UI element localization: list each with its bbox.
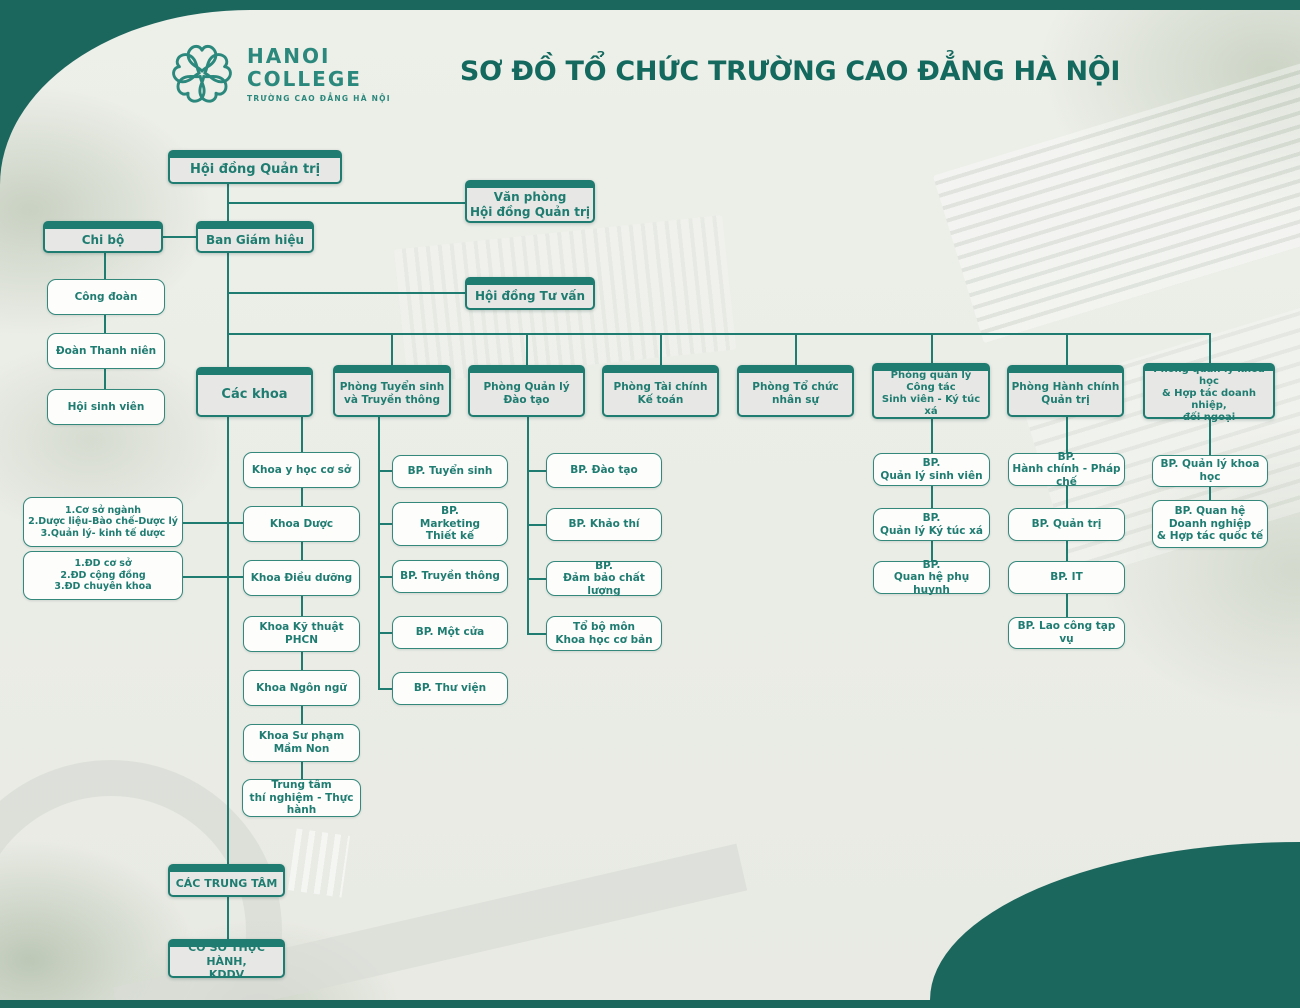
unit-box-lao-cong-tap-vu: BP. Lao công tạp vụ bbox=[1008, 617, 1125, 649]
connector bbox=[183, 522, 243, 524]
connector bbox=[1209, 334, 1211, 363]
connector bbox=[1066, 334, 1068, 365]
connector bbox=[378, 417, 380, 690]
node-dept-sinh-vien-ky-tuc-xa: Phòng quản lý Công tác Sinh viên - Ký tú… bbox=[872, 363, 990, 419]
unit-box-quan-tri: BP. Quản trị bbox=[1008, 508, 1125, 541]
unit-box-khao-thi: BP. Khảo thí bbox=[546, 508, 662, 541]
unit-box-quan-ly-khoa-hoc: BP. Quản lý khoa học bbox=[1152, 455, 1268, 487]
hanoi-college-logo: HANOI COLLEGE TRƯỜNG CAO ĐẲNG HÀ NỘI bbox=[170, 40, 391, 108]
unit-box-to-bo-mon: Tổ bộ môn Khoa học cơ bản bbox=[546, 616, 662, 651]
connector bbox=[227, 292, 465, 294]
connector bbox=[227, 417, 229, 864]
node-dept-quan-ly-dao-tao: Phòng Quản lý Đào tạo bbox=[468, 365, 585, 417]
node-van-phong-hoi-dong-quan-tri: Văn phòng Hội đồng Quản trị bbox=[465, 180, 595, 223]
connector bbox=[378, 632, 392, 634]
faculty-box-y-hoc-co-so: Khoa y học cơ sở bbox=[243, 452, 360, 488]
faculty-note-duoc: 1.Cơ sở ngành 2.Dược liệu-Bào chế-Dược l… bbox=[23, 497, 183, 547]
unit-box-marketing-thiet-ke: BP. Marketing Thiết kế bbox=[392, 502, 508, 546]
page-title: SƠ ĐỒ TỔ CHỨC TRƯỜNG CAO ĐẲNG HÀ NỘI bbox=[459, 56, 1121, 87]
connector bbox=[527, 524, 546, 526]
unit-box-mot-cua: BP. Một cửa bbox=[392, 616, 508, 649]
connector bbox=[227, 897, 229, 939]
node-dept-hanh-chinh-quan-tri: Phòng Hành chính Quản trị bbox=[1007, 365, 1124, 417]
unit-box-it: BP. IT bbox=[1008, 561, 1125, 594]
connector bbox=[526, 334, 528, 365]
node-dept-tai-chinh-ke-toan: Phòng Tài chính Kế toán bbox=[602, 365, 719, 417]
node-co-so-thuc-hanh: CƠ SỞ THỰC HÀNH, KDDV bbox=[168, 939, 285, 981]
node-cong-doan: Công đoàn bbox=[47, 279, 165, 315]
unit-box-hanh-chinh-phap-che: BP. Hành chính - Pháp chế bbox=[1008, 451, 1125, 488]
connector bbox=[378, 470, 392, 472]
connector bbox=[227, 202, 465, 204]
node-dept-tuyen-sinh-truyen-thong: Phòng Tuyển sinh và Truyền thông bbox=[333, 365, 451, 417]
connector bbox=[795, 334, 797, 365]
faculty-box-duoc: Khoa Dược bbox=[243, 506, 360, 542]
connector bbox=[183, 576, 243, 578]
connector bbox=[527, 578, 546, 580]
faculty-note-dieu-duong: 1.ĐD cơ sở 2.ĐD cộng đồng 3.ĐD chuyên kh… bbox=[23, 551, 183, 600]
logo-tagline: TRƯỜNG CAO ĐẲNG HÀ NỘI bbox=[247, 93, 391, 103]
node-dept-to-chuc-nhan-su: Phòng Tổ chức nhân sự bbox=[737, 365, 854, 417]
faculty-box-su-pham-mam-non: Khoa Sư phạm Mầm Non bbox=[243, 724, 360, 762]
faculty-box-dieu-duong: Khoa Điều dưỡng bbox=[243, 560, 360, 596]
connector bbox=[660, 334, 662, 365]
faculty-box-ngon-ngu: Khoa Ngôn ngữ bbox=[243, 670, 360, 706]
connector bbox=[527, 417, 529, 635]
node-chi-bo: Chi bộ bbox=[43, 221, 163, 253]
connector bbox=[378, 688, 392, 690]
faculty-box-trung-tam-thi-nghiem: Trung tâm thí nghiệm - Thực hành bbox=[242, 779, 361, 817]
node-dept-cac-khoa: Các khoa bbox=[196, 367, 313, 417]
node-dept-khoa-hoc-doi-ngoai: Phòng quản lý khoa học & Hợp tác doanh n… bbox=[1143, 363, 1275, 423]
node-hoi-dong-quan-tri: Hội đồng Quản trị bbox=[168, 150, 342, 184]
connector bbox=[931, 334, 933, 363]
unit-box-quan-ly-sinh-vien: BP. Quản lý sinh viên bbox=[873, 453, 990, 486]
node-hoi-sinh-vien: Hội sinh viên bbox=[47, 389, 165, 425]
unit-box-tuyen-sinh: BP. Tuyển sinh bbox=[392, 455, 508, 488]
unit-box-truyen-thong: BP. Truyền thông bbox=[392, 560, 508, 593]
node-hoi-dong-tu-van: Hội đồng Tư vấn bbox=[465, 277, 595, 310]
unit-box-quan-he-doanh-nghiep: BP. Quan hệ Doanh nghiệp & Hợp tác quốc … bbox=[1152, 500, 1268, 548]
node-cac-trung-tam: CÁC TRUNG TÂM bbox=[168, 864, 285, 897]
node-ban-giam-hieu: Ban Giám hiệu bbox=[196, 221, 314, 253]
unit-box-dao-tao: BP. Đào tạo bbox=[546, 453, 662, 488]
connector bbox=[378, 576, 392, 578]
unit-box-dam-bao-chat-luong: BP. Đảm bảo chất lượng bbox=[546, 560, 662, 597]
flower-logo-icon bbox=[172, 44, 232, 103]
connector bbox=[227, 253, 229, 367]
connector bbox=[378, 523, 392, 525]
connector bbox=[104, 253, 106, 390]
connector bbox=[931, 419, 933, 563]
node-doan-thanh-nien: Đoàn Thanh niên bbox=[47, 333, 165, 369]
connector bbox=[527, 633, 546, 635]
connector bbox=[391, 334, 393, 365]
faculty-box-ky-thuat-phcn: Khoa Kỹ thuật PHCN bbox=[243, 616, 360, 652]
unit-box-quan-ly-ky-tuc-xa: BP. Quản lý Ký túc xá bbox=[873, 508, 990, 541]
connector bbox=[163, 236, 196, 238]
connector bbox=[527, 470, 546, 472]
unit-box-thu-vien: BP. Thư viện bbox=[392, 672, 508, 705]
logo-name: HANOI COLLEGE bbox=[247, 44, 362, 91]
unit-box-quan-he-phu-huynh: BP. Quan hệ phụ huynh bbox=[873, 559, 990, 596]
connector bbox=[227, 333, 1211, 335]
connector bbox=[301, 417, 303, 780]
